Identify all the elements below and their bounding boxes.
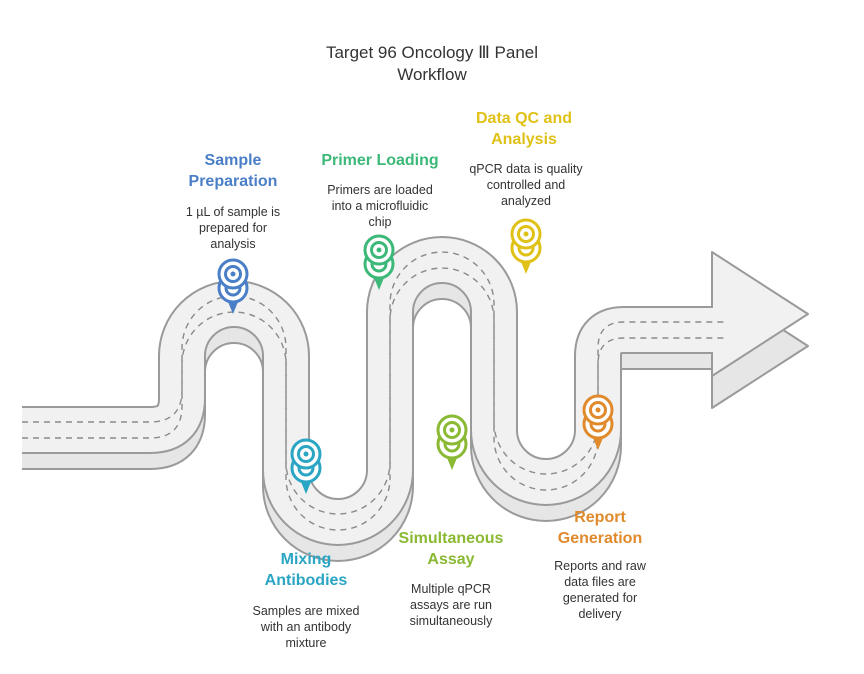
step-desc-data-qc-analysis: qPCR data is quality controlled and anal…	[444, 161, 608, 209]
diagram-title: Target 96 Oncology Ⅲ Panel Workflow	[232, 42, 632, 86]
step-title-line: Mixing	[280, 551, 332, 568]
map-pin-icon	[290, 438, 322, 494]
step-desc-line: Samples are mixed	[252, 604, 360, 618]
step-title-data-qc-analysis: Data QC and Analysis	[444, 108, 604, 150]
step-desc-line: chip	[368, 215, 392, 229]
map-pin-icon	[436, 414, 468, 470]
step-desc-line: Primers are loaded	[327, 183, 433, 197]
step-title-line: Assay	[427, 551, 475, 568]
step-desc-line: delivery	[578, 607, 622, 621]
step-desc-line: qPCR data is quality	[469, 162, 583, 176]
road	[22, 252, 809, 530]
step-title-line: Report	[574, 509, 626, 526]
step-desc-line: data files are	[564, 575, 636, 589]
step-title-line: Simultaneous	[398, 530, 504, 547]
map-pin-icon	[510, 218, 542, 274]
step-desc-mixing-antibodies: Samples are mixed with an antibody mixtu…	[226, 603, 386, 651]
step-desc-line: 1 µL of sample is	[185, 205, 281, 219]
step-title-line: Primer Loading	[321, 152, 439, 169]
map-pin-icon	[363, 234, 395, 290]
step-desc-line: prepared for	[198, 221, 268, 235]
title-line-2: Workflow	[397, 65, 467, 84]
step-desc-line: with an antibody	[260, 620, 352, 634]
step-desc-line: controlled and	[486, 178, 566, 192]
map-pin-icon	[582, 394, 614, 450]
step-desc-line: into a microfluidic	[331, 199, 429, 213]
step-title-report-generation: Report Generation	[520, 507, 680, 549]
step-desc-line: analysis	[210, 237, 256, 251]
step-desc-line: mixture	[285, 636, 327, 650]
step-desc-report-generation: Reports and raw data files are generated…	[520, 558, 680, 622]
step-desc-line: simultaneously	[409, 614, 493, 628]
step-desc-sample-preparation: 1 µL of sample is prepared for analysis	[153, 204, 313, 252]
step-title-line: Sample	[204, 152, 262, 169]
step-title-line: Antibodies	[264, 572, 348, 589]
step-title-line: Data QC and	[475, 110, 572, 127]
step-desc-primer-loading: Primers are loaded into a microfluidic c…	[300, 182, 460, 230]
step-title-line: Preparation	[188, 173, 278, 190]
step-desc-simultaneous-assay: Multiple qPCR assays are run simultaneou…	[371, 581, 531, 629]
step-title-sample-preparation: Sample Preparation	[153, 150, 313, 192]
step-desc-line: Multiple qPCR	[411, 582, 491, 596]
step-title-simultaneous-assay: Simultaneous Assay	[371, 528, 531, 570]
step-desc-line: assays are run	[410, 598, 492, 612]
step-title-mixing-antibodies: Mixing Antibodies	[226, 549, 386, 591]
step-title-line: Generation	[557, 530, 643, 547]
step-title-line: Analysis	[491, 131, 557, 148]
map-pin-icon	[217, 258, 249, 314]
step-desc-line: Reports and raw	[554, 559, 646, 573]
step-pins	[217, 218, 614, 494]
step-desc-line: generated for	[562, 591, 638, 605]
step-title-primer-loading: Primer Loading	[295, 150, 465, 171]
step-desc-line: analyzed	[500, 194, 552, 208]
title-line-1: Target 96 Oncology Ⅲ Panel	[325, 43, 539, 62]
